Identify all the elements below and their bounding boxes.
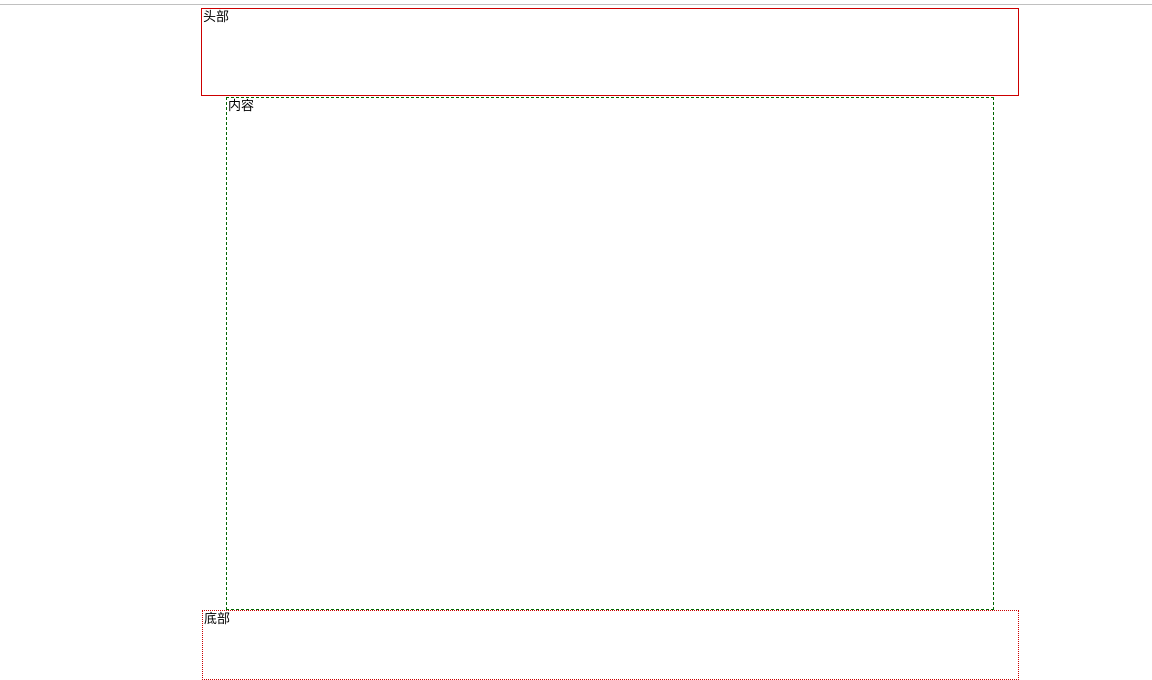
footer-box: 底部 [202, 610, 1019, 680]
content-box: 内容 [226, 97, 994, 610]
header-box: 头部 [201, 8, 1019, 96]
header-label: 头部 [203, 10, 230, 25]
content-label: 内容 [228, 99, 255, 114]
footer-label: 底部 [204, 612, 231, 627]
top-divider [0, 4, 1152, 5]
